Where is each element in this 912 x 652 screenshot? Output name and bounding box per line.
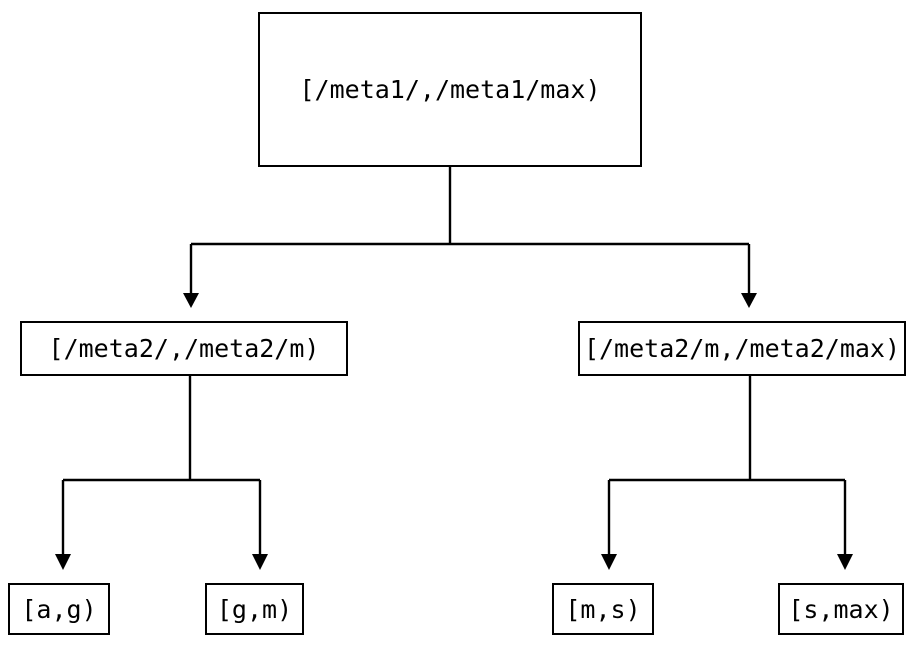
arrowhead-right-mid-to-leaf-smax: [837, 554, 853, 570]
arrowhead-left-mid-to-leaf-gm: [252, 554, 268, 570]
tree-node-right-mid[interactable]: [/meta2/m,/meta2/max): [578, 321, 906, 376]
tree-node-leaf-smax-label: [s,max): [788, 594, 894, 624]
arrowhead-right-mid-to-leaf-ms: [601, 554, 617, 570]
tree-node-leaf-ag[interactable]: [a,g): [8, 583, 110, 635]
tree-node-root-label: [/meta1/,/meta1/max): [299, 75, 601, 104]
tree-node-leaf-gm-label: [g,m): [216, 594, 293, 624]
tree-node-right-mid-label: [/meta2/m,/meta2/max): [583, 334, 901, 363]
tree-node-leaf-ms-label: [m,s): [565, 594, 641, 624]
tree-node-left-mid[interactable]: [/meta2/,/meta2/m): [20, 321, 348, 376]
tree-node-leaf-smax[interactable]: [s,max): [778, 583, 904, 635]
arrowhead-root-to-right-mid: [741, 293, 757, 308]
tree-node-leaf-gm[interactable]: [g,m): [205, 583, 304, 635]
tree-node-root[interactable]: [/meta1/,/meta1/max): [258, 12, 642, 167]
arrowhead-left-mid-to-leaf-ag: [55, 554, 71, 570]
tree-node-leaf-ag-label: [a,g): [21, 594, 97, 624]
tree-node-leaf-ms[interactable]: [m,s): [552, 583, 654, 635]
arrowhead-root-to-left-mid: [183, 293, 199, 308]
tree-node-left-mid-label: [/meta2/,/meta2/m): [48, 334, 320, 363]
